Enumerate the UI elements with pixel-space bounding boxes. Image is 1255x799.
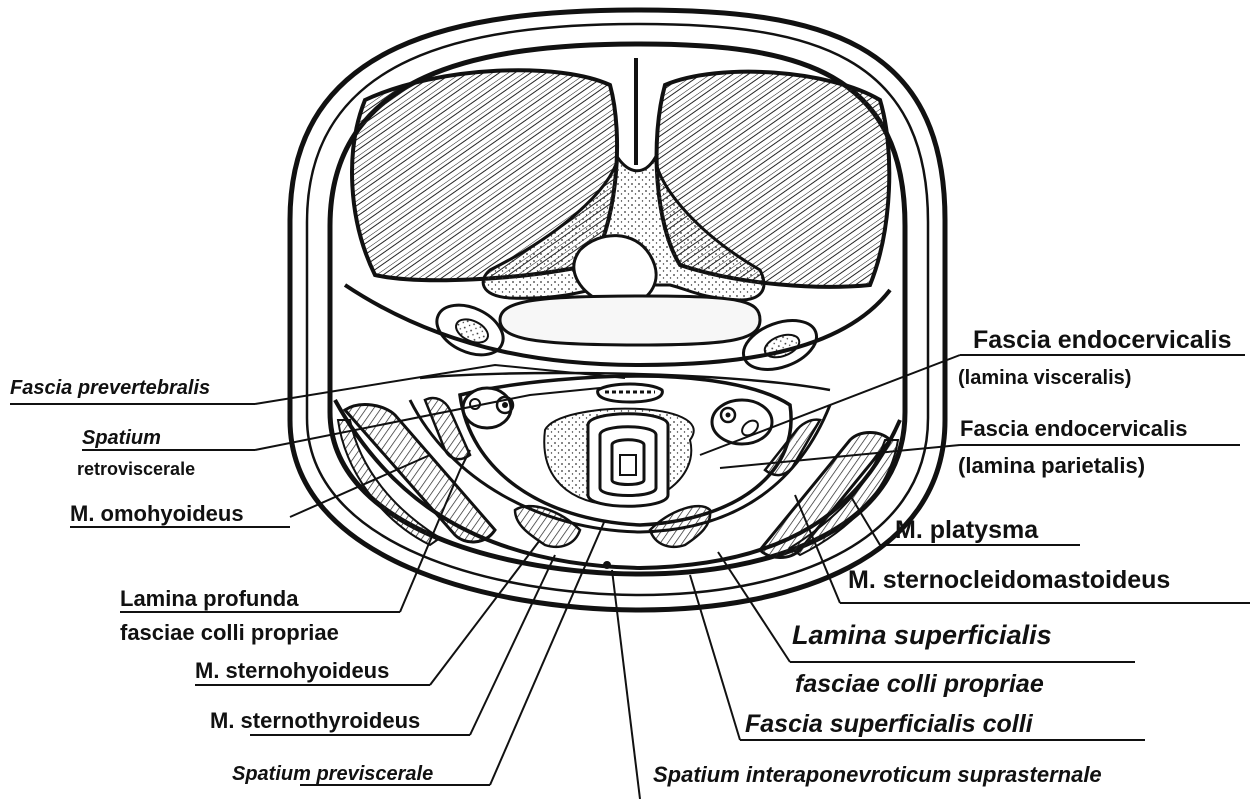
label-m-platysma: M. platysma bbox=[895, 518, 1038, 543]
carotid-sheath-left bbox=[463, 388, 513, 428]
label-m-sternocleidomastoideus: M. sternocleidomastoideus bbox=[848, 568, 1170, 593]
label-spatium-interaponevroticum: Spatium interaponevroticum suprasternale bbox=[653, 764, 1102, 786]
suprasternal-space-dot bbox=[603, 561, 611, 569]
label-lamina-profunda-1: Lamina profunda bbox=[120, 588, 298, 610]
label-spatium-retroviscerale-1: Spatium bbox=[82, 428, 161, 448]
label-fascia-superficialis-colli: Fascia superficialis colli bbox=[745, 712, 1033, 737]
label-lamina-superficialis-2: fasciae colli propriae bbox=[795, 672, 1044, 697]
label-fascia-prevertebralis: Fascia prevertebralis bbox=[10, 378, 210, 398]
label-fascia-endocervicalis-parietalis-2: (lamina parietalis) bbox=[958, 455, 1145, 477]
label-fascia-endocervicalis-parietalis-1: Fascia endocervicalis bbox=[960, 418, 1187, 440]
transverse-process-left bbox=[429, 295, 511, 364]
label-m-omohyoideus: M. omohyoideus bbox=[70, 503, 244, 525]
label-lamina-superficialis-1: Lamina superficialis bbox=[792, 622, 1052, 649]
label-spatium-previscerale: Spatium previscerale bbox=[232, 764, 433, 784]
label-fascia-endocervicalis-visceralis-2: (lamina visceralis) bbox=[958, 368, 1131, 388]
label-m-sternothyroideus: M. sternothyroideus bbox=[210, 710, 420, 732]
label-m-sternohyoideus: M. sternohyoideus bbox=[195, 660, 389, 682]
label-lamina-profunda-2: fasciae colli propriae bbox=[120, 622, 339, 644]
carotid-sheath-right bbox=[712, 400, 772, 444]
label-fascia-endocervicalis-visceralis-1: Fascia endocervicalis bbox=[973, 328, 1231, 353]
label-spatium-retroviscerale-2: retroviscerale bbox=[77, 460, 195, 478]
